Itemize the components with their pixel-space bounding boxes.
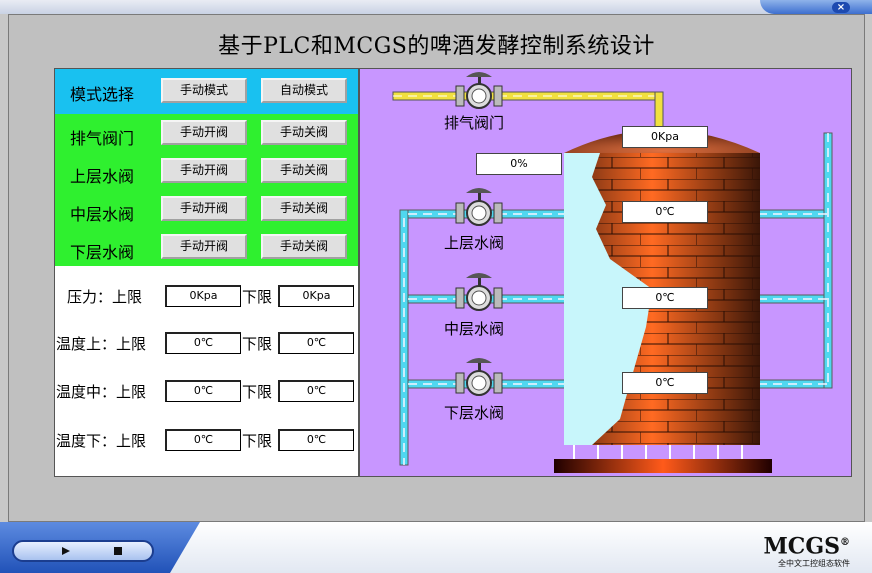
exhaust-open-button[interactable]: 手动开阀 [161,120,247,145]
stop-icon[interactable] [114,547,122,555]
control-panel: 模式选择 手动模式 自动模式 排气阀门 手动开阀 手动关阀 上层水阀 手动开阀 … [54,68,359,477]
close-icon: × [836,2,846,13]
pressure-display: 0Kpa [622,126,708,148]
temp-mid-lower-input[interactable]: 0℃ [278,380,354,402]
temp-bottom-display: 0℃ [622,372,708,394]
upper-close-button[interactable]: 手动关阀 [261,158,347,183]
temp-bottom-lower-label: 下限 [242,432,273,450]
temp-mid-upper-input[interactable]: 0℃ [165,380,241,402]
middle-valve-label: 中层水阀 [70,205,135,224]
middle-valve-icon[interactable] [455,273,503,311]
middle-open-button[interactable]: 手动开阀 [161,196,247,221]
exhaust-valve-caption: 排气阀门 [444,114,505,132]
middle-valve-caption: 中层水阀 [444,320,505,338]
window-caption-cap [760,0,872,14]
page-title: 基于PLC和MCGS的啤酒发酵控制系统设计 [218,34,655,59]
brand-subtitle: 全中文工控组态软件 [778,559,850,569]
upper-valve-icon[interactable] [455,188,503,226]
lower-open-button[interactable]: 手动开阀 [161,234,247,259]
exhaust-valve-label: 排气阀门 [70,129,135,148]
temp-bottom-upper-input[interactable]: 0℃ [165,429,241,451]
manual-mode-button[interactable]: 手动模式 [161,78,247,103]
pressure-lower-input[interactable]: 0Kpa [278,285,354,307]
mcgs-logo: MCGS® 全中文工控组态软件 [763,531,850,569]
temp-mid-lower-label: 下限 [242,383,273,401]
upper-open-button[interactable]: 手动开阀 [161,158,247,183]
auto-mode-button[interactable]: 自动模式 [261,78,347,103]
run-toolbar: MCGS® 全中文工控组态软件 [0,522,872,573]
lower-valve-caption: 下层水阀 [444,404,505,422]
temp-top-upper-input[interactable]: 0℃ [165,332,241,354]
top-strip: × [0,0,872,14]
upper-valve-label: 上层水阀 [70,167,135,186]
temp-bottom-limit-label: 温度下：上限 [56,432,147,450]
exhaust-close-button[interactable]: 手动关阀 [261,120,347,145]
brand-name: MCGS [763,533,840,560]
pressure-lower-label: 下限 [242,288,273,306]
valve-section: 排气阀门 手动开阀 手动关阀 上层水阀 手动开阀 手动关阀 中层水阀 手动开阀 … [55,114,358,266]
exhaust-valve-icon[interactable] [455,72,503,109]
pipe-flow-marks [403,133,829,465]
temp-bottom-lower-input[interactable]: 0℃ [278,429,354,451]
temp-top-limit-label: 温度上：上限 [56,335,147,353]
lower-close-button[interactable]: 手动关阀 [261,234,347,259]
upper-valve-caption: 上层水阀 [444,234,505,252]
lower-valve-label: 下层水阀 [70,243,135,262]
brand-reg: ® [840,537,850,548]
level-display: 0% [476,153,562,175]
pressure-limit-label: 压力：上限 [67,288,143,306]
temp-top-lower-label: 下限 [242,335,273,353]
temp-top-lower-input[interactable]: 0℃ [278,332,354,354]
mode-label: 模式选择 [70,85,135,104]
play-icon[interactable] [62,547,70,555]
process-diagram [392,72,833,473]
temp-mid-display: 0℃ [622,287,708,309]
main-window: 基于PLC和MCGS的啤酒发酵控制系统设计 模式选择 手动模式 自动模式 排气阀… [8,14,865,522]
lower-valve-icon[interactable] [455,358,503,396]
temp-mid-limit-label: 温度中：上限 [56,383,147,401]
playback-control [12,540,154,562]
mode-section: 模式选择 手动模式 自动模式 [55,69,358,114]
middle-close-button[interactable]: 手动关阀 [261,196,347,221]
limits-section: 压力：上限 0Kpa 下限 0Kpa 温度上：上限 0℃ 下限 0℃ 温度中：上… [55,266,358,476]
pressure-upper-input[interactable]: 0Kpa [165,285,241,307]
temp-top-display: 0℃ [622,201,708,223]
process-scene: 排气阀门 上层水阀 中层水阀 下层水阀 0Kpa 0% 0℃ 0℃ 0℃ [359,68,852,477]
exhaust-pipe [392,91,664,135]
close-button[interactable]: × [832,2,850,13]
